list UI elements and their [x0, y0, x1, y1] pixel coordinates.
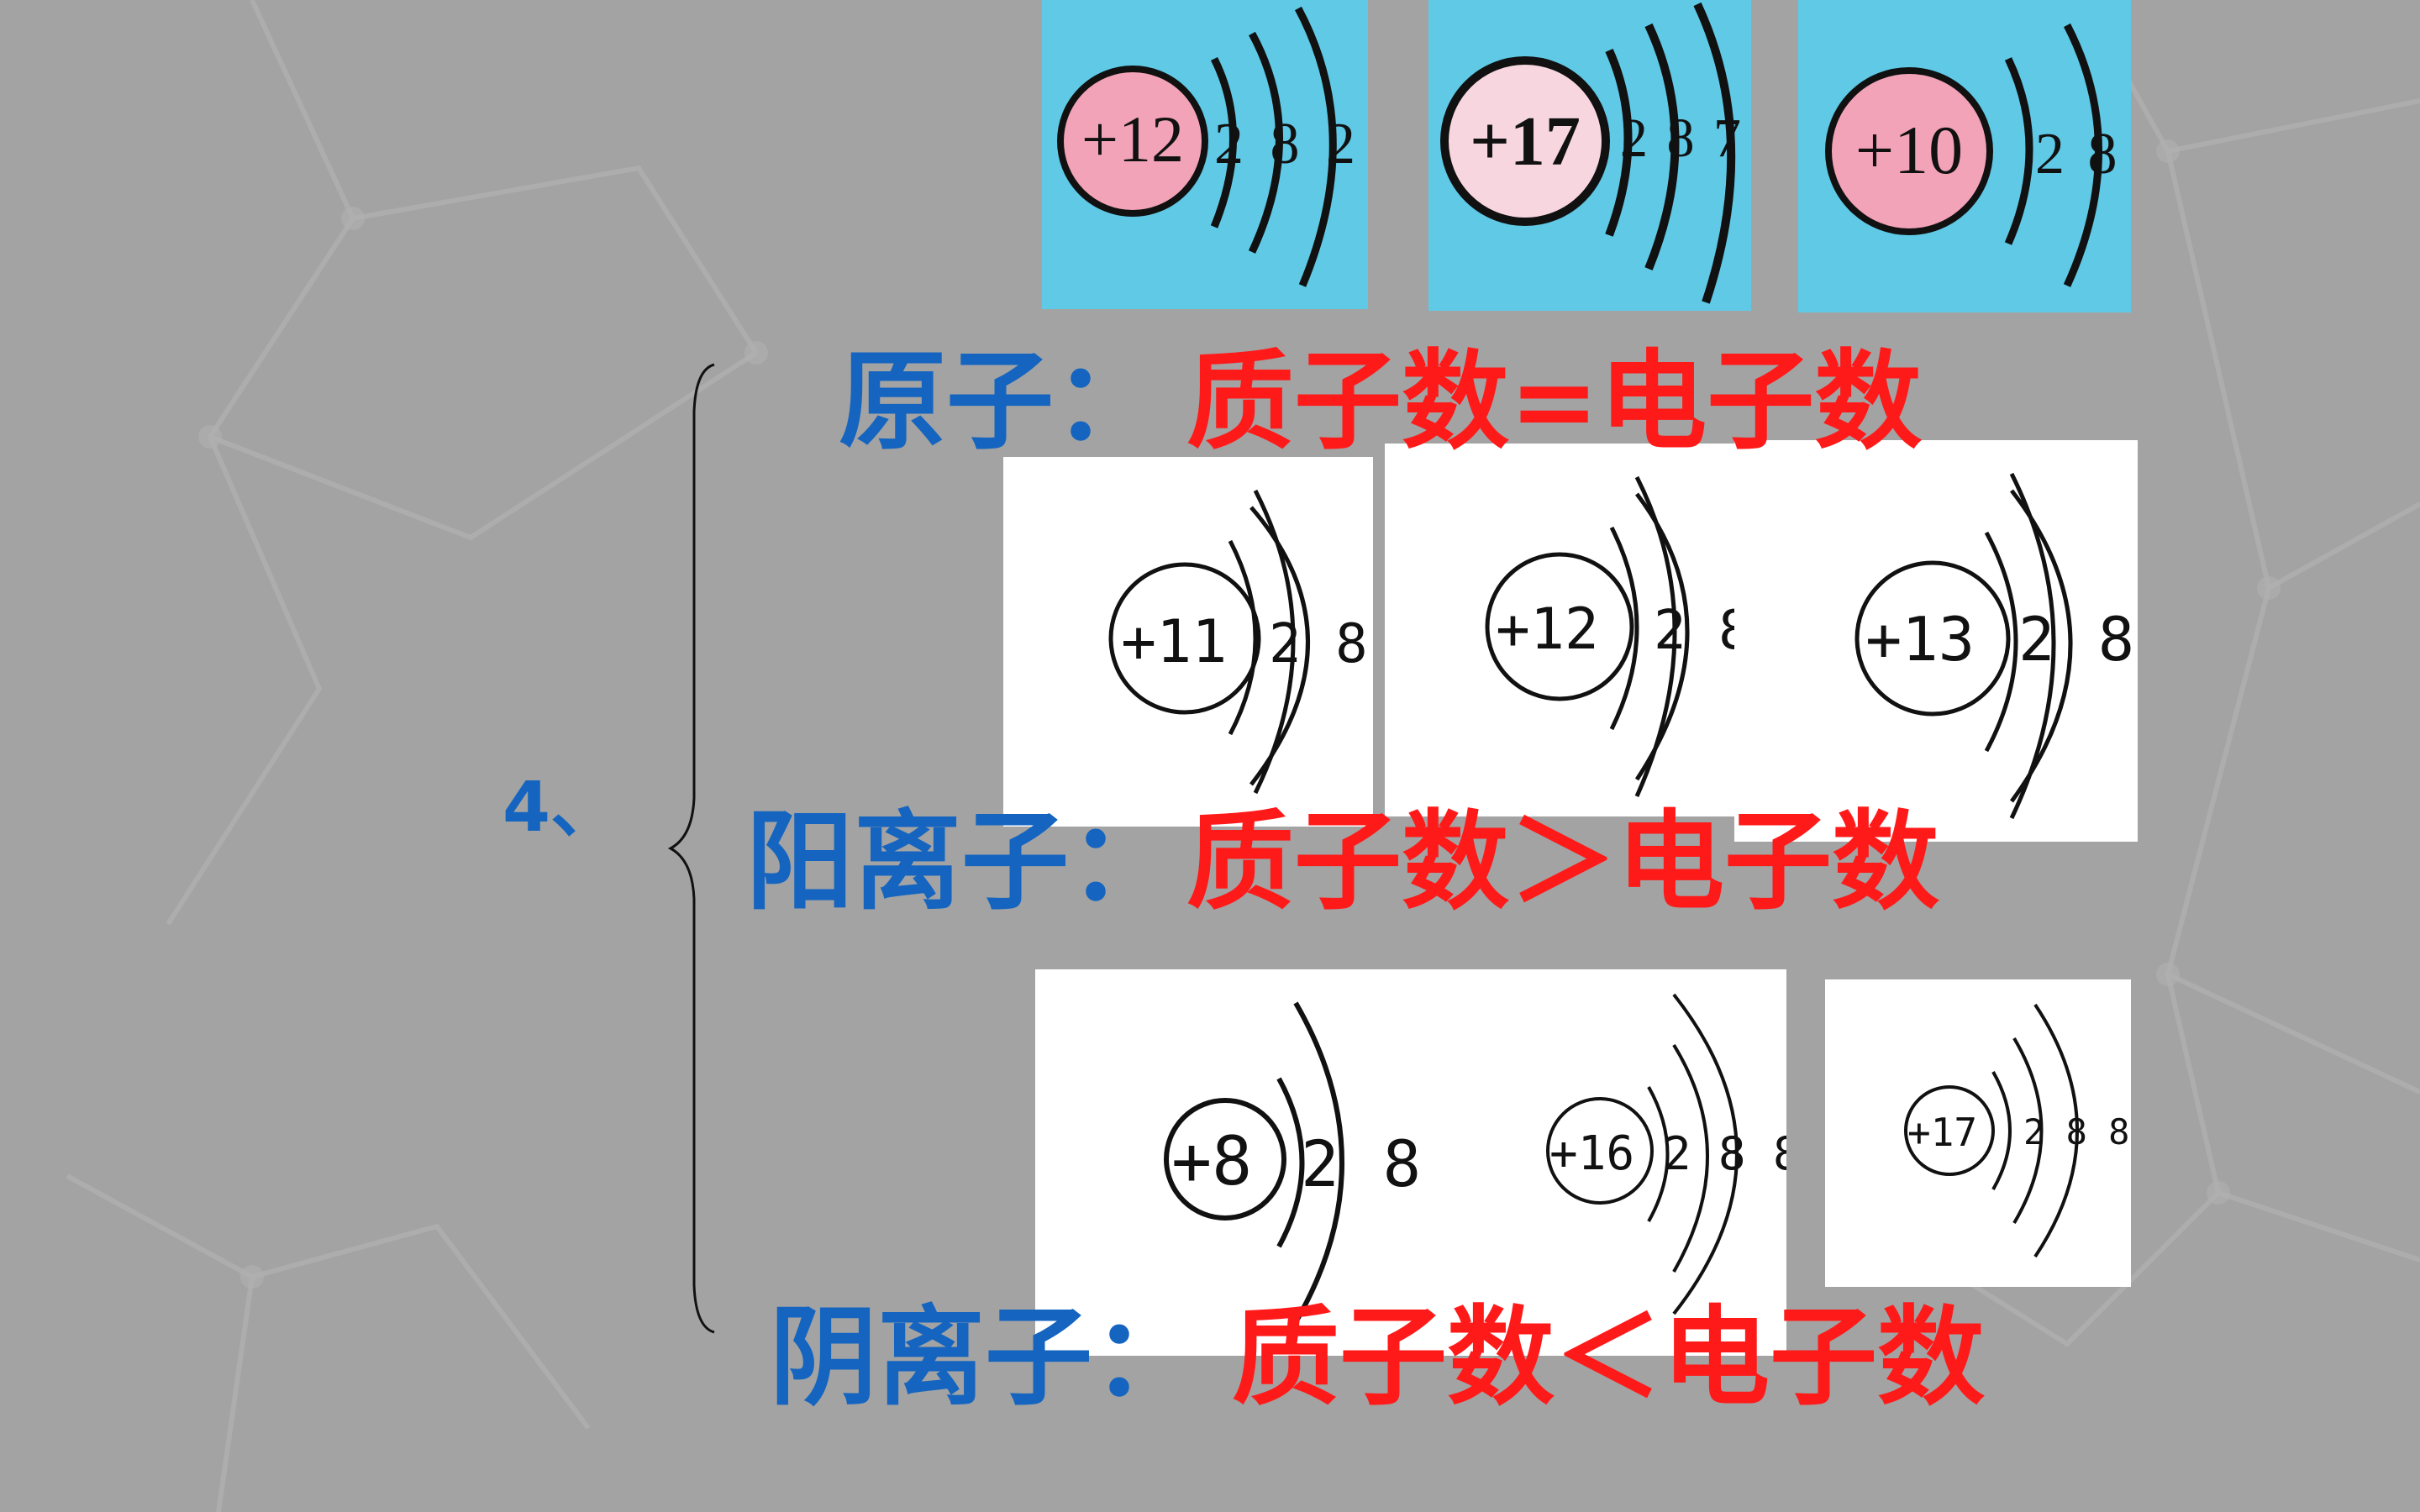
cation-diagram-al: +13 2 8: [1734, 440, 2138, 842]
item-number: 4、: [502, 768, 620, 848]
nucleus-charge: +11: [1121, 607, 1227, 676]
atom-diagram-ne: +10 2 8: [1798, 0, 2131, 312]
anion-diagram-o-s: +8 2 8 +16 2 8 8: [1035, 969, 1786, 1356]
cation-rule: 质子数＞电子数: [1186, 799, 1940, 925]
cation-label: 阳离子：: [746, 799, 1177, 925]
nucleus-charge: +17: [1470, 102, 1581, 181]
nucleus-charge: +13: [1865, 604, 1975, 675]
nucleus-charge-s: +16: [1549, 1126, 1634, 1181]
nucleus-charge: +12: [1081, 102, 1184, 176]
nucleus-charge: +8: [1171, 1122, 1252, 1200]
curly-brace: [667, 363, 715, 1334]
electron-shells: 2 8: [2018, 604, 2134, 675]
anion-label: 阴离子：: [770, 1294, 1201, 1420]
atom-diagram-cl: +17 2 8 7: [1428, 0, 1751, 311]
electron-shells: 2 8 8: [2023, 1111, 2129, 1152]
nucleus-charge: +10: [1855, 112, 1963, 188]
electron-shells: 2 8: [2035, 122, 2118, 186]
electron-shells: 2 8: [1269, 613, 1368, 675]
electron-shells: 2 8 7: [1620, 108, 1741, 169]
anion-diagram-cl: +17 2 8 8: [1825, 979, 2131, 1287]
nucleus-charge: +12: [1496, 596, 1599, 663]
anion-rule: 质子数＜电子数: [1232, 1294, 1986, 1420]
atom-label: 原子：: [839, 339, 1162, 465]
cation-diagram-na: +11 2 8: [1003, 457, 1373, 827]
electron-shells: 2 8: [1654, 600, 1738, 662]
nucleus-charge: +17: [1907, 1110, 1977, 1155]
electron-shells: 2 8 2: [1214, 112, 1355, 176]
cation-diagram-mg: +12 2 8: [1385, 444, 1738, 816]
atom-rule: 质子数=电子数: [1186, 339, 1923, 465]
electron-shells-s: 2 8 8: [1664, 1127, 1786, 1180]
electron-shells: 2 8: [1301, 1126, 1421, 1201]
atom-diagram-mg: +12 2 8 2: [1042, 0, 1368, 309]
